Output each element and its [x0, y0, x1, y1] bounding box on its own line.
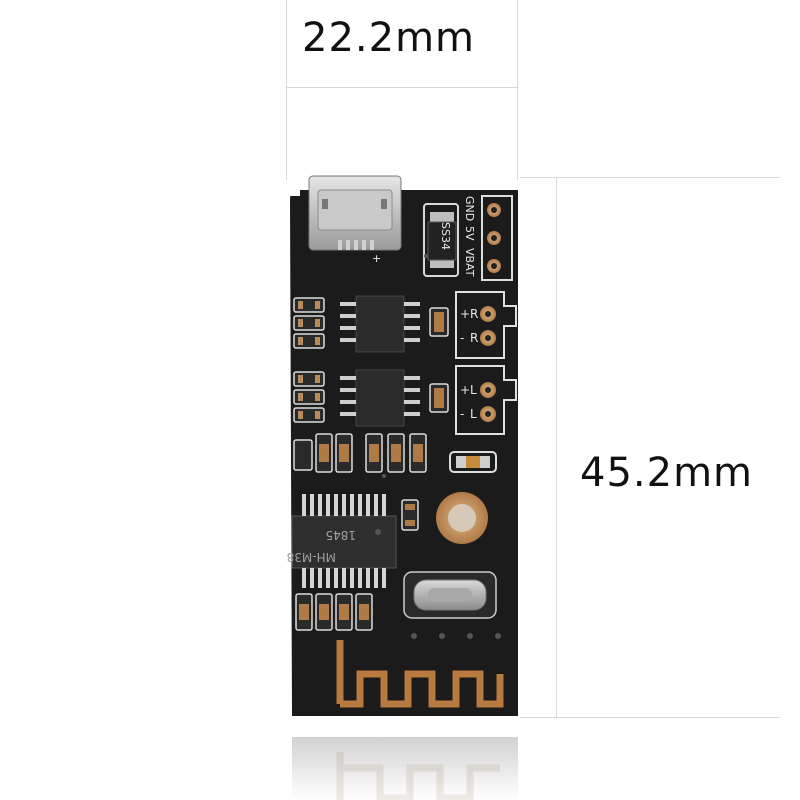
pcb-top-notch: [286, 190, 300, 196]
amplifier-chip-2: [340, 369, 420, 427]
channel-l-polarity-minus: -: [460, 407, 464, 421]
width-guide-bottom: [286, 87, 518, 88]
channel-r-label-2: R: [470, 331, 478, 345]
smd-capacitor-row: [293, 433, 427, 473]
usb-plus-marking: +: [372, 252, 381, 265]
height-guide-vertical: [556, 177, 557, 717]
smd-resistor-caps-1: [298, 301, 320, 419]
channel-l-label: L: [470, 383, 477, 397]
height-guide-top: [520, 177, 780, 178]
pin-label-vbat: VBAT: [463, 248, 476, 277]
smd-capacitor-bottom: [295, 593, 373, 631]
speaker-output-l: [455, 365, 517, 435]
diode-marking: SS34: [439, 222, 452, 250]
smd-resistor-chip: [401, 499, 419, 531]
pin-label-gnd: GND: [463, 196, 476, 221]
copper-test-pad: [436, 492, 488, 544]
chip-marking-line2: MH-M38: [287, 550, 336, 564]
channel-l-label-2: L: [470, 407, 477, 421]
channel-r-polarity-minus: -: [460, 331, 464, 345]
micro-usb-connector: [308, 175, 402, 251]
power-pin-header: [481, 195, 513, 281]
channel-r-polarity-plus: +: [460, 307, 470, 321]
bluetooth-chip: [291, 494, 397, 588]
amplifier-chip-1: [340, 295, 420, 353]
height-dimension-label: 45.2mm: [580, 450, 753, 496]
width-guide-left: [286, 0, 287, 180]
channel-l-polarity-plus: +: [460, 383, 470, 397]
diode-ss34: SS34: [423, 203, 459, 277]
width-dimension-label: 22.2mm: [302, 15, 475, 61]
board-reflection: [292, 737, 518, 800]
pin-label-5v: 5V: [463, 226, 476, 241]
chip-marking-line1: 1845: [325, 528, 356, 542]
smd-capacitor-right: [429, 307, 449, 413]
pcb-antenna: [336, 640, 504, 708]
width-guide-right: [517, 0, 518, 180]
smd-led: [449, 451, 497, 473]
speaker-output-r: [455, 291, 517, 359]
reflection-antenna: [336, 752, 500, 800]
pcb-vias: [382, 254, 501, 639]
crystal-oscillator: [403, 571, 497, 619]
height-guide-bottom: [520, 717, 780, 718]
channel-r-label: R: [470, 307, 478, 321]
